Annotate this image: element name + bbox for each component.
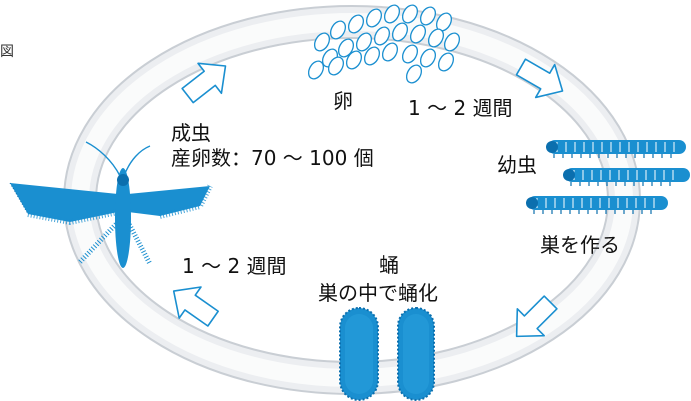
egg-cluster xyxy=(307,4,461,84)
adult-label: 成虫 xyxy=(171,121,211,145)
arrow-pupa-to-adult xyxy=(172,286,219,327)
egg xyxy=(401,4,419,24)
egg xyxy=(409,24,427,44)
egg xyxy=(427,28,445,48)
egg xyxy=(345,50,363,70)
pupa-cocoon-left xyxy=(339,307,379,401)
duration-pupa-to-adult: 1 ～ 2 週間 xyxy=(182,254,287,278)
duration-egg-to-larva: 1 ～ 2 週間 xyxy=(408,96,513,120)
pupae-group xyxy=(339,307,435,401)
egg xyxy=(365,8,383,28)
egg xyxy=(327,56,345,76)
egg xyxy=(419,48,437,68)
arrow-larva-to-pupa xyxy=(515,295,558,338)
larva-note: 巣を作る xyxy=(540,233,620,257)
egg xyxy=(383,4,401,24)
egg xyxy=(401,44,419,64)
egg xyxy=(313,32,331,52)
egg xyxy=(381,42,399,62)
figure-label: 図 xyxy=(0,44,14,60)
egg xyxy=(437,52,455,72)
egg xyxy=(347,14,365,34)
arrow-egg-to-larva xyxy=(515,58,564,99)
larva-label: 幼虫 xyxy=(497,153,537,177)
egg xyxy=(373,26,391,46)
egg xyxy=(443,32,461,52)
cycle-arrows xyxy=(172,58,564,338)
egg-label: 卵 xyxy=(333,89,353,113)
egg xyxy=(391,22,409,42)
egg xyxy=(419,6,437,26)
adult-egg-count: 産卵数：70 ～ 100 個 xyxy=(171,146,374,170)
larva xyxy=(526,196,668,214)
egg xyxy=(337,38,355,58)
egg xyxy=(355,32,373,52)
larvae-group xyxy=(526,140,690,214)
egg xyxy=(329,20,347,40)
pupa-cocoon-right xyxy=(397,307,435,401)
larva xyxy=(563,168,690,186)
pupa-label: 蛹 xyxy=(379,253,399,277)
arrow-adult-to-egg xyxy=(181,62,227,104)
adult-moth xyxy=(9,141,213,268)
egg xyxy=(363,46,381,66)
pupa-note: 巣の中で蛹化 xyxy=(318,281,438,305)
larva xyxy=(546,140,686,158)
egg xyxy=(307,60,325,80)
egg xyxy=(405,64,423,84)
